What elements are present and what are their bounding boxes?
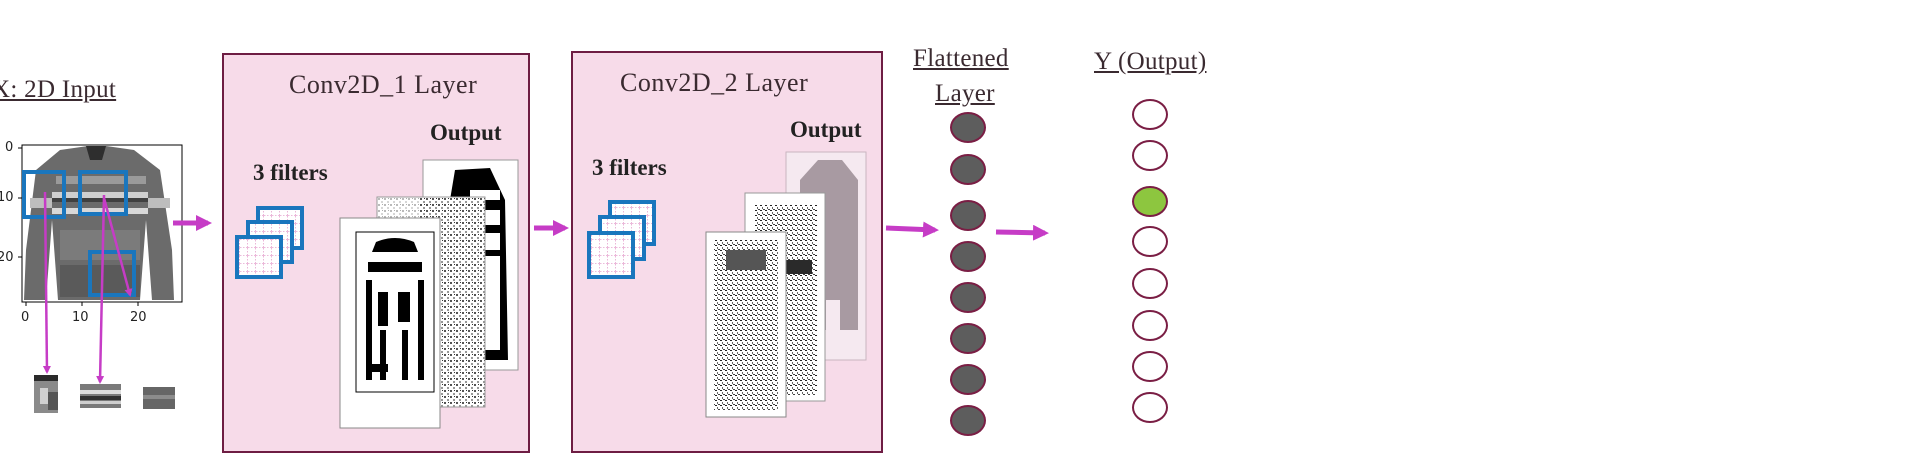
shirt-image-icon <box>18 144 183 306</box>
conv2d-2-title: Conv2D_2 Layer <box>620 68 809 97</box>
output-node <box>1132 99 1168 130</box>
y-tick-20: 20 <box>0 250 14 265</box>
filter-stack-icon-conv2 <box>587 200 656 279</box>
extracted-patches <box>34 375 175 413</box>
flatten-node <box>950 200 986 231</box>
y-tick-0: 0 <box>5 140 14 155</box>
flatten-node <box>950 405 986 436</box>
flatten-node <box>950 323 986 354</box>
flatten-node <box>950 364 986 395</box>
feature-map-icon-conv2 <box>705 151 867 418</box>
y-tick-10: 10 <box>0 190 14 205</box>
conv2d-2-output-label: Output <box>790 117 862 142</box>
output-node <box>1132 351 1168 382</box>
output-title: Y (Output) <box>1094 48 1207 75</box>
output-node-active <box>1132 186 1168 217</box>
output-node <box>1132 226 1168 257</box>
patch-arrows <box>42 191 133 384</box>
x-tick-0: 0 <box>21 310 30 325</box>
filter-stack-icon <box>235 206 304 279</box>
feature-map-icon <box>339 159 519 429</box>
flatten-node <box>950 112 986 143</box>
conv2d-1-title: Conv2D_1 Layer <box>289 70 478 99</box>
flatten-title-line1: Flattened <box>913 45 1009 72</box>
input-title: X: 2D Input <box>0 76 117 103</box>
x-tick-20: 20 <box>130 310 147 325</box>
output-node <box>1132 268 1168 299</box>
output-node <box>1132 310 1168 341</box>
flatten-node <box>950 154 986 185</box>
flatten-node <box>950 282 986 313</box>
conv2d-1-output-label: Output <box>430 120 502 145</box>
x-tick-10: 10 <box>72 310 89 325</box>
output-node <box>1132 140 1168 171</box>
flatten-title-line2: Layer <box>935 80 995 107</box>
output-node <box>1132 392 1168 423</box>
flatten-node <box>950 241 986 272</box>
arrow-right-icon <box>173 215 1049 241</box>
conv2d-2-filters-label: 3 filters <box>592 155 667 180</box>
input-image-plot: 0 10 20 0 10 20 <box>0 130 200 340</box>
conv2d-1-filters-label: 3 filters <box>253 160 328 185</box>
